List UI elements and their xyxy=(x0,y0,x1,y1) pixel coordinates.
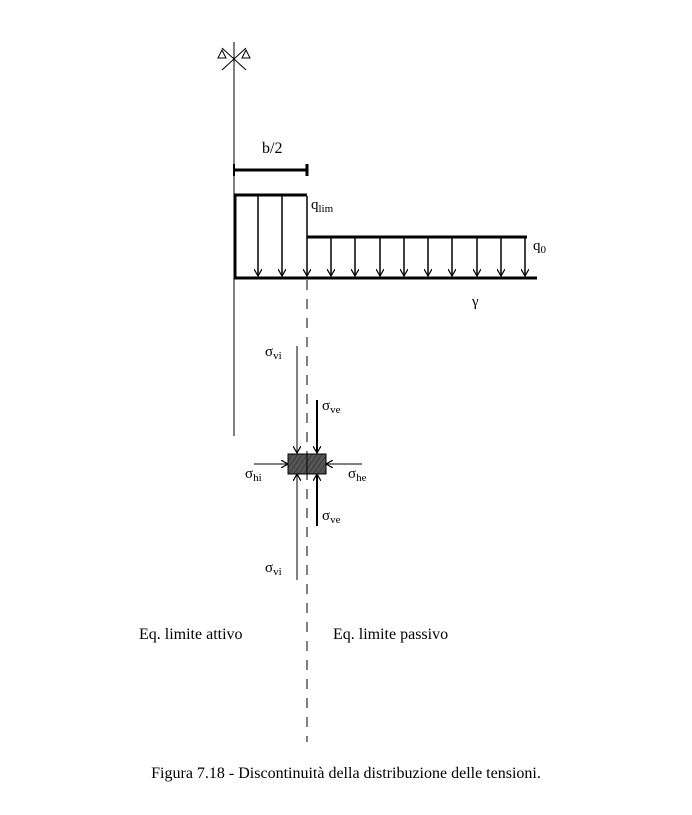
load-diagram xyxy=(233,193,537,280)
stress-element xyxy=(254,346,362,580)
label-q0: q0 xyxy=(533,238,546,256)
label-sigma-ve-bottom: σve xyxy=(322,508,341,526)
label-sigma-vi-bottom: σvi xyxy=(265,560,282,578)
label-sigma-ve-top: σve xyxy=(322,398,341,416)
figure-caption: Figura 7.18 - Discontinuità della distri… xyxy=(151,765,541,782)
label-q-lim: qlim xyxy=(311,197,334,215)
label-active-limit: Eq. limite attivo xyxy=(139,626,243,643)
label-sigma-vi-top: σvi xyxy=(265,344,282,362)
label-b-half: b/2 xyxy=(262,140,283,157)
label-passive-limit: Eq. limite passivo xyxy=(333,626,449,643)
label-sigma-he: σhe xyxy=(348,466,367,484)
dimension-b-half xyxy=(233,164,309,176)
label-sigma-hi: σhi xyxy=(245,466,262,484)
label-gamma: γ xyxy=(472,294,479,310)
